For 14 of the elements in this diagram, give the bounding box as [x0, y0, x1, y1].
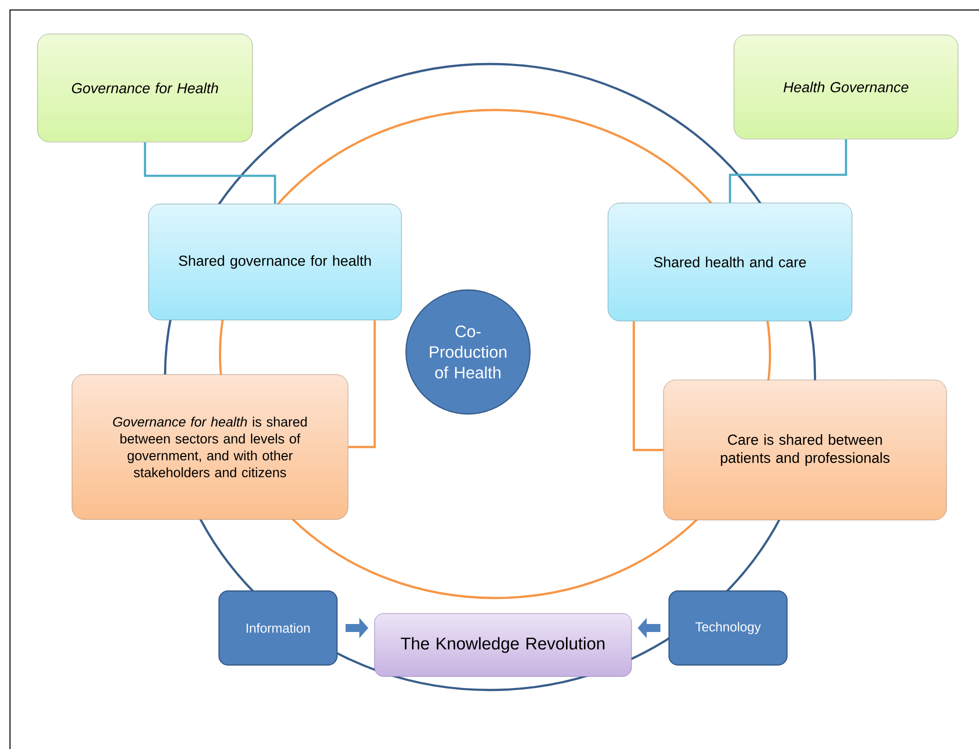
connector-line — [728, 139, 848, 203]
rounded-box: Technology — [668, 590, 788, 666]
rounded-box: Shared health and care — [608, 202, 852, 322]
connector-line — [144, 142, 276, 204]
rounded-box: Health Governance — [734, 34, 958, 140]
connector-line — [632, 321, 664, 452]
rounded-box: Governance for Health — [37, 34, 253, 142]
connector-line — [348, 320, 376, 448]
rounded-box: The Knowledge Revolution — [374, 613, 632, 677]
rounded-box: Governance for health is shared between sectors and levels of government, and with other stakeholders and citizens — [72, 374, 348, 520]
circle-node: Co-Production of Health — [405, 289, 531, 415]
rounded-box: Care is shared between patients and professionals — [663, 380, 947, 520]
rounded-box: Shared governance for health — [148, 204, 402, 320]
rounded-box: Information — [218, 590, 338, 666]
